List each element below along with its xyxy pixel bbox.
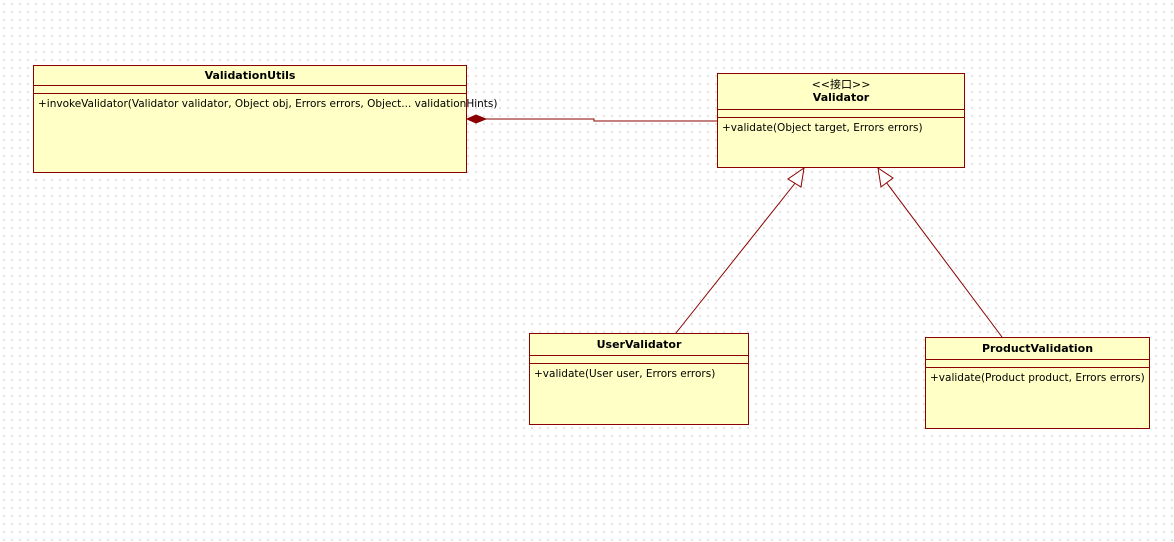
realization-product-validation[interactable] (877, 166, 1003, 338)
class-header: ValidationUtils (34, 66, 466, 86)
realization-line-user (675, 181, 797, 334)
class-name: UserValidator (596, 338, 682, 351)
composition-diamond (465, 114, 488, 124)
realization-user-validator[interactable] (675, 166, 805, 334)
operations-compartment: +validate(Object target, Errors errors) (718, 118, 964, 138)
attributes-compartment (926, 360, 1149, 368)
class-header: UserValidator (530, 334, 748, 356)
class-stereotype: <<接口>> (811, 78, 871, 91)
operation: +validate(Product product, Errors errors… (930, 372, 1145, 384)
realization-arrowhead-product (877, 166, 894, 188)
class-name: ProductValidation (981, 342, 1094, 355)
composition-relationship[interactable] (465, 114, 718, 124)
class-header: <<接口>> Validator (718, 74, 964, 110)
operation: +invokeValidator(Validator validator, Ob… (38, 98, 498, 110)
operations-compartment: +validate(User user, Errors errors) (530, 364, 748, 384)
class-name: ValidationUtils (204, 69, 296, 82)
class-header: ProductValidation (926, 338, 1149, 360)
class-product-validation[interactable]: ProductValidation +validate(Product prod… (925, 337, 1150, 429)
attributes-compartment (34, 86, 466, 94)
operation: +validate(Object target, Errors errors) (722, 122, 923, 134)
attributes-compartment (530, 356, 748, 364)
class-name: Validator (812, 91, 870, 104)
composition-line (486, 118, 718, 122)
operations-compartment: +invokeValidator(Validator validator, Ob… (34, 94, 498, 114)
class-user-validator[interactable]: UserValidator +validate(User user, Error… (529, 333, 749, 425)
attributes-compartment (718, 110, 964, 118)
class-validator[interactable]: <<接口>> Validator +validate(Object target… (717, 73, 965, 168)
realization-arrowhead-user (787, 166, 805, 188)
operation: +validate(User user, Errors errors) (534, 368, 716, 380)
operations-compartment: +validate(Product product, Errors errors… (926, 368, 1149, 388)
realization-line-product (885, 181, 1003, 338)
class-validation-utils[interactable]: ValidationUtils +invokeValidator(Validat… (33, 65, 498, 173)
